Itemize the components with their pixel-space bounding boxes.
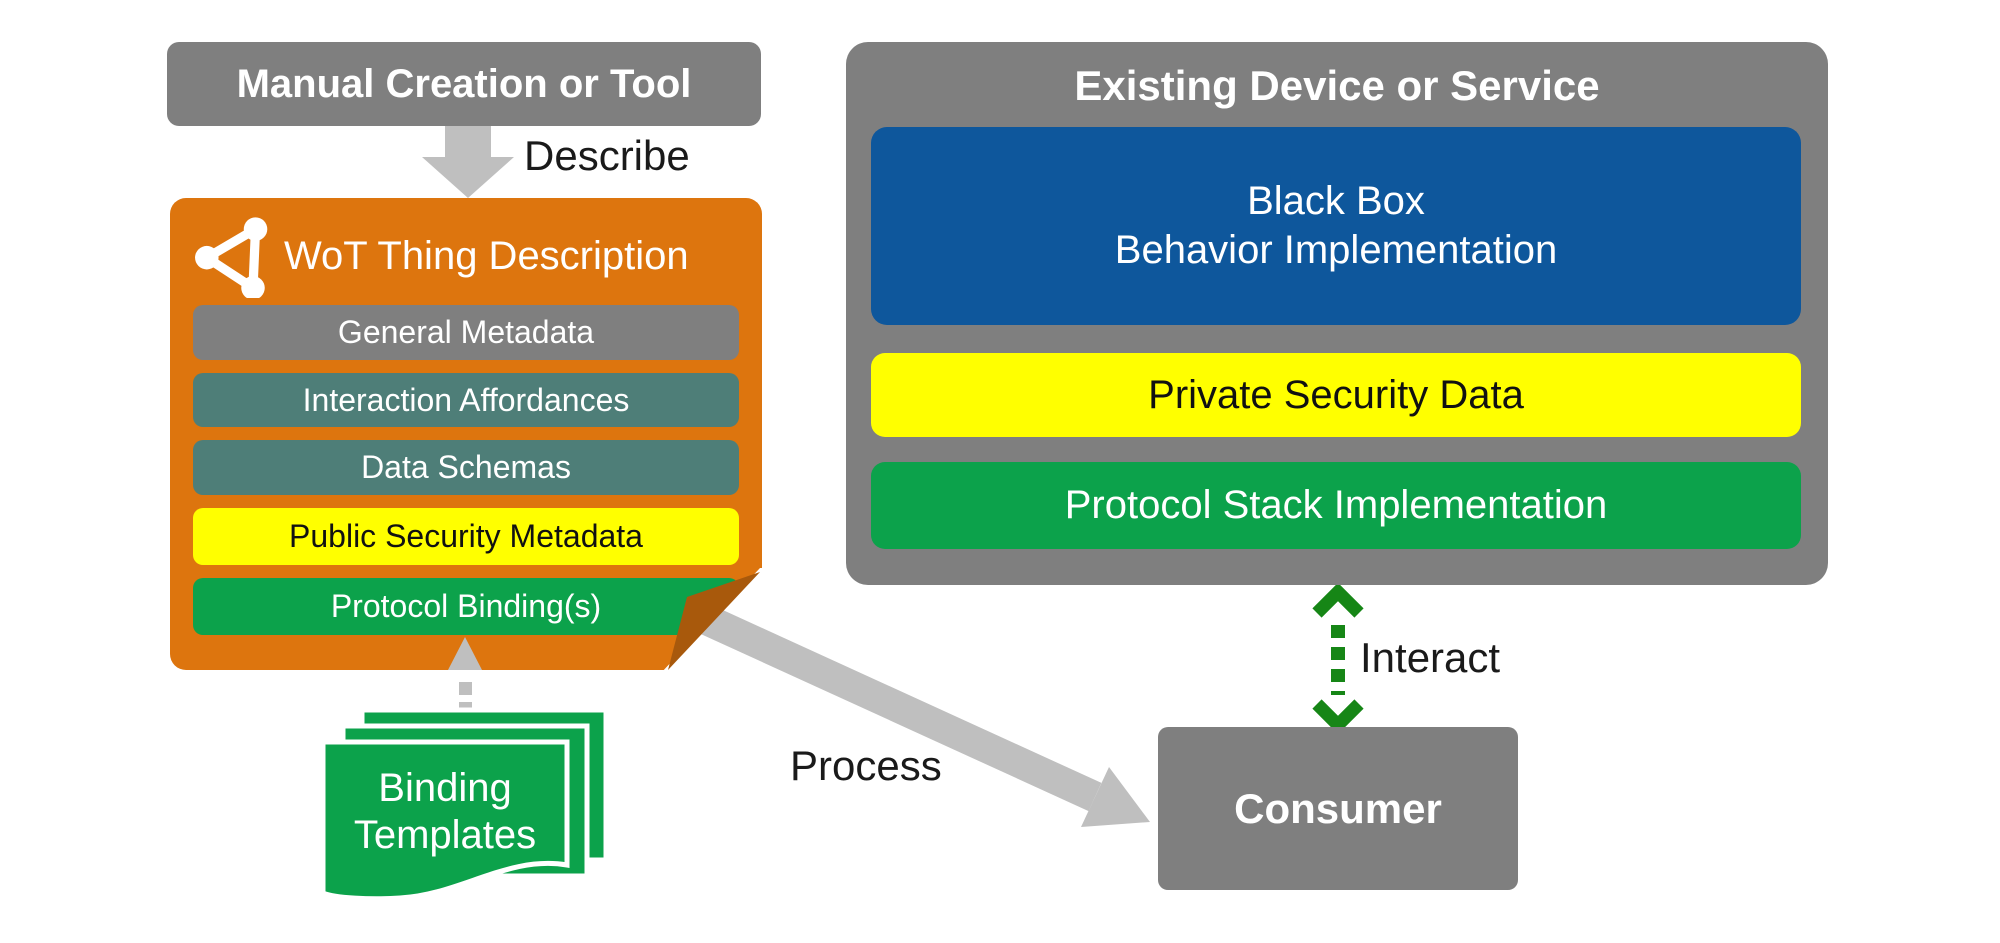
manual-creation-label: Manual Creation or Tool	[236, 61, 692, 106]
thing-description-title: WoT Thing Description	[284, 233, 689, 278]
binding-templates-label: Binding Templates	[323, 742, 567, 882]
page-fold-icon	[668, 572, 760, 670]
wot-thing-description-box: WoT Thing Description General Metadata I…	[170, 198, 762, 670]
consumer-box: Consumer	[1158, 727, 1518, 890]
process-label: Process	[790, 742, 942, 789]
td-row-general-metadata: General Metadata	[193, 305, 739, 360]
row-black-box-behavior: Black Box Behavior Implementation	[871, 127, 1801, 325]
td-row-public-security-metadata: Public Security Metadata	[193, 508, 739, 565]
row-private-security-data: Private Security Data	[871, 353, 1801, 437]
manual-creation-box: Manual Creation or Tool	[167, 42, 761, 126]
existing-device-title: Existing Device or Service	[1074, 62, 1600, 109]
binding-templates-line2: Templates	[353, 813, 537, 857]
interact-label: Interact	[1360, 634, 1501, 681]
process-arrow-icon	[696, 603, 1150, 827]
binding-templates-line1: Binding	[378, 765, 512, 810]
td-row-protocol-bindings: Protocol Binding(s)	[193, 578, 739, 635]
td-row-data-schemas: Data Schemas	[193, 440, 739, 495]
consumer-label: Consumer	[1234, 784, 1442, 832]
row-protocol-stack-implementation: Protocol Stack Implementation	[871, 462, 1801, 549]
binding-templates-stack	[320, 707, 609, 902]
describe-label: Describe	[524, 132, 690, 179]
interact-double-arrow-icon	[1312, 585, 1364, 727]
td-row-interaction-affordances: Interaction Affordances	[193, 373, 739, 427]
wot-graph-icon	[195, 217, 268, 298]
describe-down-arrow-icon	[422, 126, 514, 198]
existing-device-box: Existing Device or Service Black Box Beh…	[846, 42, 1828, 585]
